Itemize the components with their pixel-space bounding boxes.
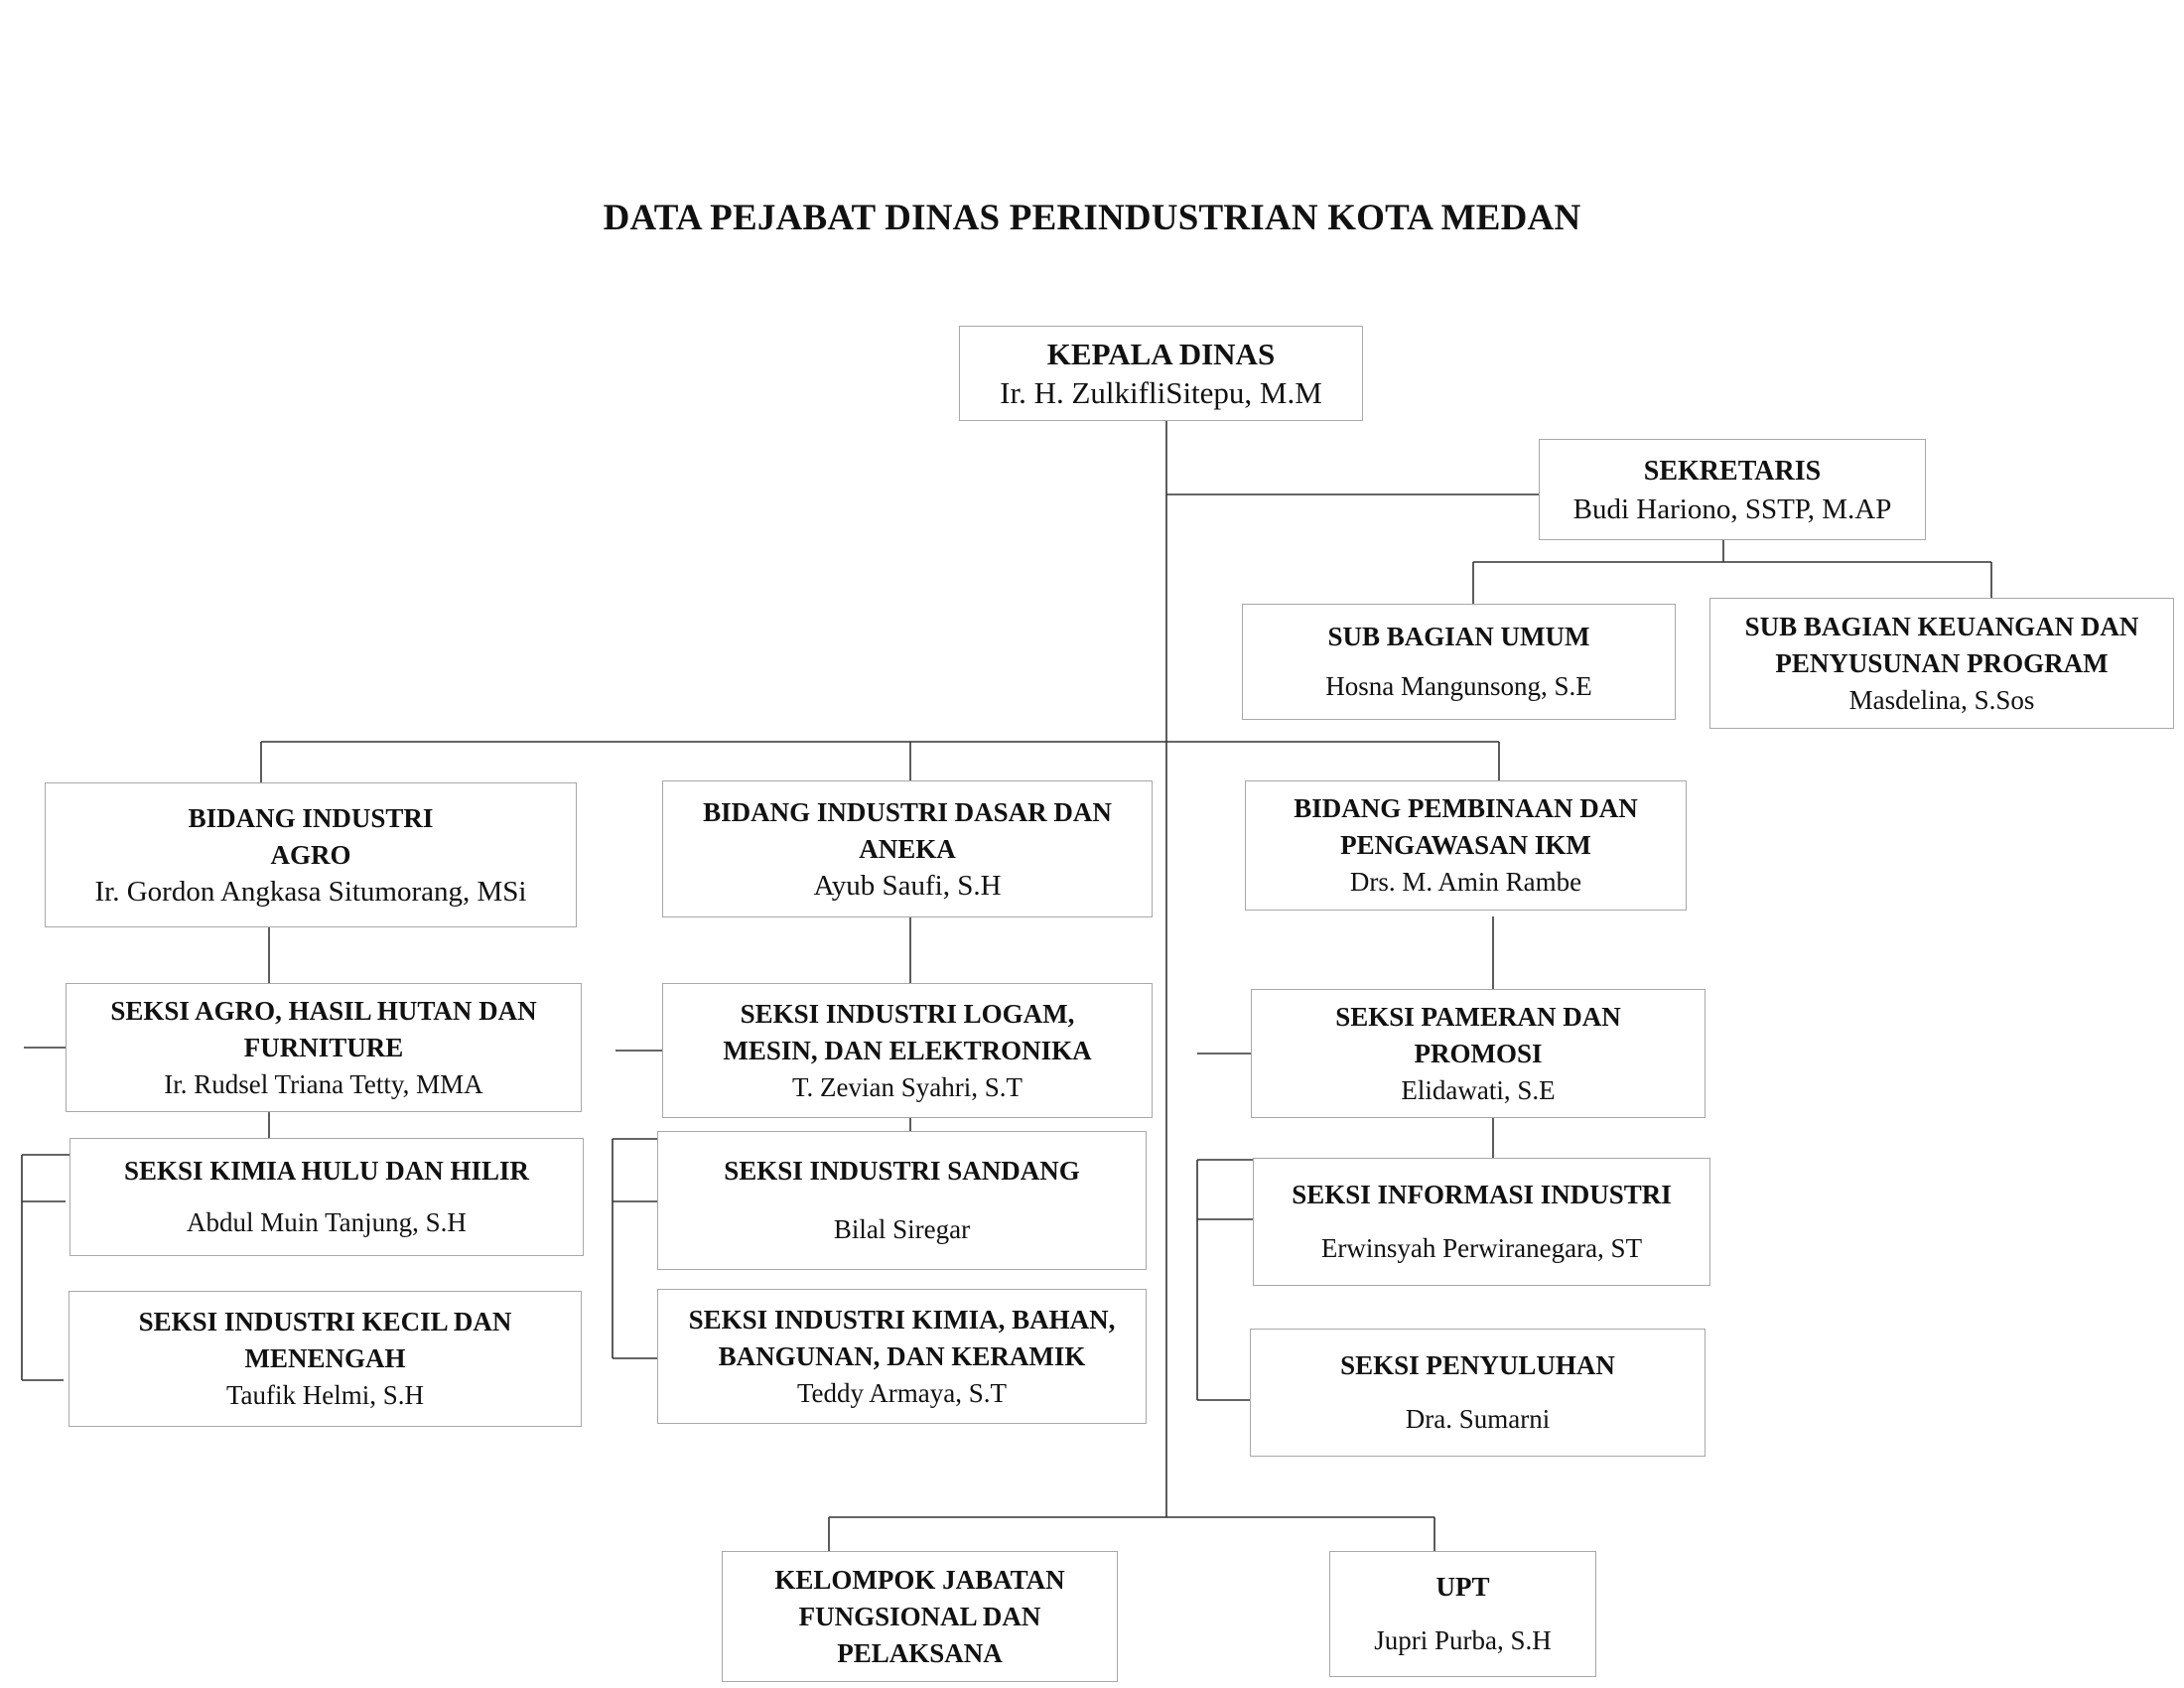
seksi-kimia-hulu-name: Abdul Muin Tanjung, S.H bbox=[187, 1206, 467, 1237]
kelompok-title-line3: PELAKSANA bbox=[837, 1637, 1003, 1668]
bidang-dasar-title-line1: BIDANG INDUSTRI DASAR DAN bbox=[703, 796, 1112, 827]
bidang-ikm-title-line2: PENGAWASAN IKM bbox=[1340, 830, 1591, 860]
upt-title: UPT bbox=[1435, 1572, 1490, 1602]
seksi-pameran-title-line2: PROMOSI bbox=[1414, 1038, 1543, 1068]
sub-bagian-keuangan-box: SUB BAGIAN KEUANGAN DAN PENYUSUNAN PROGR… bbox=[1709, 598, 2174, 729]
seksi-agro-title-line1: SEKSI AGRO, HASIL HUTAN DAN bbox=[110, 995, 537, 1026]
seksi-ikm-title-line2: MENENGAH bbox=[244, 1343, 406, 1373]
seksi-penyuluhan-title: SEKSI PENYULUHAN bbox=[1340, 1349, 1615, 1380]
sub-bagian-keuangan-name: Masdelina, S.Sos bbox=[1848, 684, 2035, 715]
seksi-agro-box: SEKSI AGRO, HASIL HUTAN DAN FURNITURE Ir… bbox=[66, 983, 582, 1112]
bidang-ikm-box: BIDANG PEMBINAAN DAN PENGAWASAN IKM Drs.… bbox=[1245, 780, 1687, 911]
seksi-kimia-bahan-title-line2: BANGUNAN, DAN KERAMIK bbox=[718, 1340, 1086, 1371]
seksi-kimia-bahan-name: Teddy Armaya, S.T bbox=[796, 1377, 1008, 1408]
seksi-ikm-title-line1: SEKSI INDUSTRI KECIL DAN bbox=[138, 1307, 512, 1336]
bidang-agro-title-line2: AGRO bbox=[270, 839, 351, 870]
seksi-informasi-name: Erwinsyah Perwiranegara, ST bbox=[1320, 1233, 1643, 1264]
sub-bagian-umum-title: SUB BAGIAN UMUM bbox=[1327, 621, 1590, 651]
seksi-logam-title-line1: SEKSI INDUSTRI LOGAM, bbox=[740, 998, 1075, 1029]
sekretaris-title: SEKRETARIS bbox=[1643, 455, 1822, 487]
seksi-agro-name: Ir. Rudsel Triana Tetty, MMA bbox=[164, 1068, 483, 1099]
seksi-kimia-hulu-title: SEKSI KIMIA HULU DAN HILIR bbox=[123, 1156, 530, 1187]
sub-bagian-umum-name: Hosna Mangunsong, S.E bbox=[1325, 671, 1592, 702]
kepala-dinas-name: Ir. H. ZulkifliSitepu, M.M bbox=[1000, 375, 1322, 410]
sub-bagian-keuangan-title-line2: PENYUSUNAN PROGRAM bbox=[1775, 647, 2109, 678]
seksi-pameran-name: Elidawati, S.E bbox=[1401, 1074, 1556, 1105]
seksi-ikm-box: SEKSI INDUSTRI KECIL DAN MENENGAH Taufik… bbox=[68, 1291, 582, 1427]
seksi-pameran-title-line1: SEKSI PAMERAN DAN bbox=[1335, 1001, 1621, 1032]
bidang-agro-box: BIDANG INDUSTRI AGRO Ir. Gordon Angkasa … bbox=[45, 782, 577, 927]
seksi-sandang-name: Bilal Siregar bbox=[833, 1213, 971, 1244]
upt-name: Jupri Purba, S.H bbox=[1374, 1625, 1552, 1655]
seksi-informasi-box: SEKSI INFORMASI INDUSTRI Erwinsyah Perwi… bbox=[1253, 1158, 1710, 1286]
bidang-agro-title-line1: BIDANG INDUSTRI bbox=[188, 802, 434, 833]
kelompok-title-line1: KELOMPOK JABATAN bbox=[774, 1564, 1065, 1595]
sub-bagian-keuangan-title-line1: SUB BAGIAN KEUANGAN DAN bbox=[1744, 611, 2139, 641]
seksi-kimia-bahan-box: SEKSI INDUSTRI KIMIA, BAHAN, BANGUNAN, D… bbox=[657, 1289, 1147, 1424]
seksi-sandang-title: SEKSI INDUSTRI SANDANG bbox=[724, 1156, 1080, 1187]
seksi-logam-name: T. Zevian Syahri, S.T bbox=[792, 1071, 1023, 1102]
seksi-logam-box: SEKSI INDUSTRI LOGAM, MESIN, DAN ELEKTRO… bbox=[662, 983, 1153, 1118]
seksi-ikm-name: Taufik Helmi, S.H bbox=[225, 1380, 425, 1410]
seksi-pameran-box: SEKSI PAMERAN DAN PROMOSI Elidawati, S.E bbox=[1251, 989, 1706, 1118]
kelompok-title-line2: FUNGSIONAL DAN bbox=[798, 1601, 1041, 1631]
bidang-ikm-name: Drs. M. Amin Rambe bbox=[1349, 867, 1582, 897]
seksi-penyuluhan-box: SEKSI PENYULUHAN Dra. Sumarni bbox=[1250, 1329, 1706, 1457]
sub-bagian-umum-box: SUB BAGIAN UMUM Hosna Mangunsong, S.E bbox=[1242, 604, 1676, 720]
seksi-kimia-bahan-title-line1: SEKSI INDUSTRI KIMIA, BAHAN, bbox=[688, 1304, 1116, 1335]
bidang-agro-name: Ir. Gordon Angkasa Situmorang, MSi bbox=[94, 875, 527, 908]
seksi-agro-title-line2: FURNITURE bbox=[243, 1032, 404, 1062]
seksi-kimia-hulu-box: SEKSI KIMIA HULU DAN HILIR Abdul Muin Ta… bbox=[69, 1138, 584, 1256]
upt-box: UPT Jupri Purba, S.H bbox=[1329, 1551, 1596, 1677]
seksi-informasi-title: SEKSI INFORMASI INDUSTRI bbox=[1292, 1179, 1672, 1209]
kelompok-jabatan-box: KELOMPOK JABATAN FUNGSIONAL DAN PELAKSAN… bbox=[722, 1551, 1118, 1682]
kepala-dinas-box: KEPALA DINAS Ir. H. ZulkifliSitepu, M.M bbox=[959, 326, 1363, 421]
page-title: DATA PEJABAT DINAS PERINDUSTRIAN KOTA ME… bbox=[603, 198, 1581, 238]
bidang-dasar-title-line2: ANEKA bbox=[859, 833, 956, 864]
seksi-sandang-box: SEKSI INDUSTRI SANDANG Bilal Siregar bbox=[657, 1131, 1147, 1270]
sekretaris-box: SEKRETARIS Budi Hariono, SSTP, M.AP bbox=[1539, 439, 1926, 540]
bidang-dasar-box: BIDANG INDUSTRI DASAR DAN ANEKA Ayub Sau… bbox=[662, 780, 1153, 917]
bidang-dasar-name: Ayub Saufi, S.H bbox=[813, 869, 1002, 902]
kepala-dinas-title: KEPALA DINAS bbox=[1046, 337, 1276, 371]
sekretaris-name: Budi Hariono, SSTP, M.AP bbox=[1572, 492, 1892, 525]
seksi-logam-title-line2: MESIN, DAN ELEKTRONIKA bbox=[723, 1035, 1092, 1065]
bidang-ikm-title-line1: BIDANG PEMBINAAN DAN bbox=[1294, 793, 1638, 823]
seksi-penyuluhan-name: Dra. Sumarni bbox=[1405, 1404, 1551, 1435]
